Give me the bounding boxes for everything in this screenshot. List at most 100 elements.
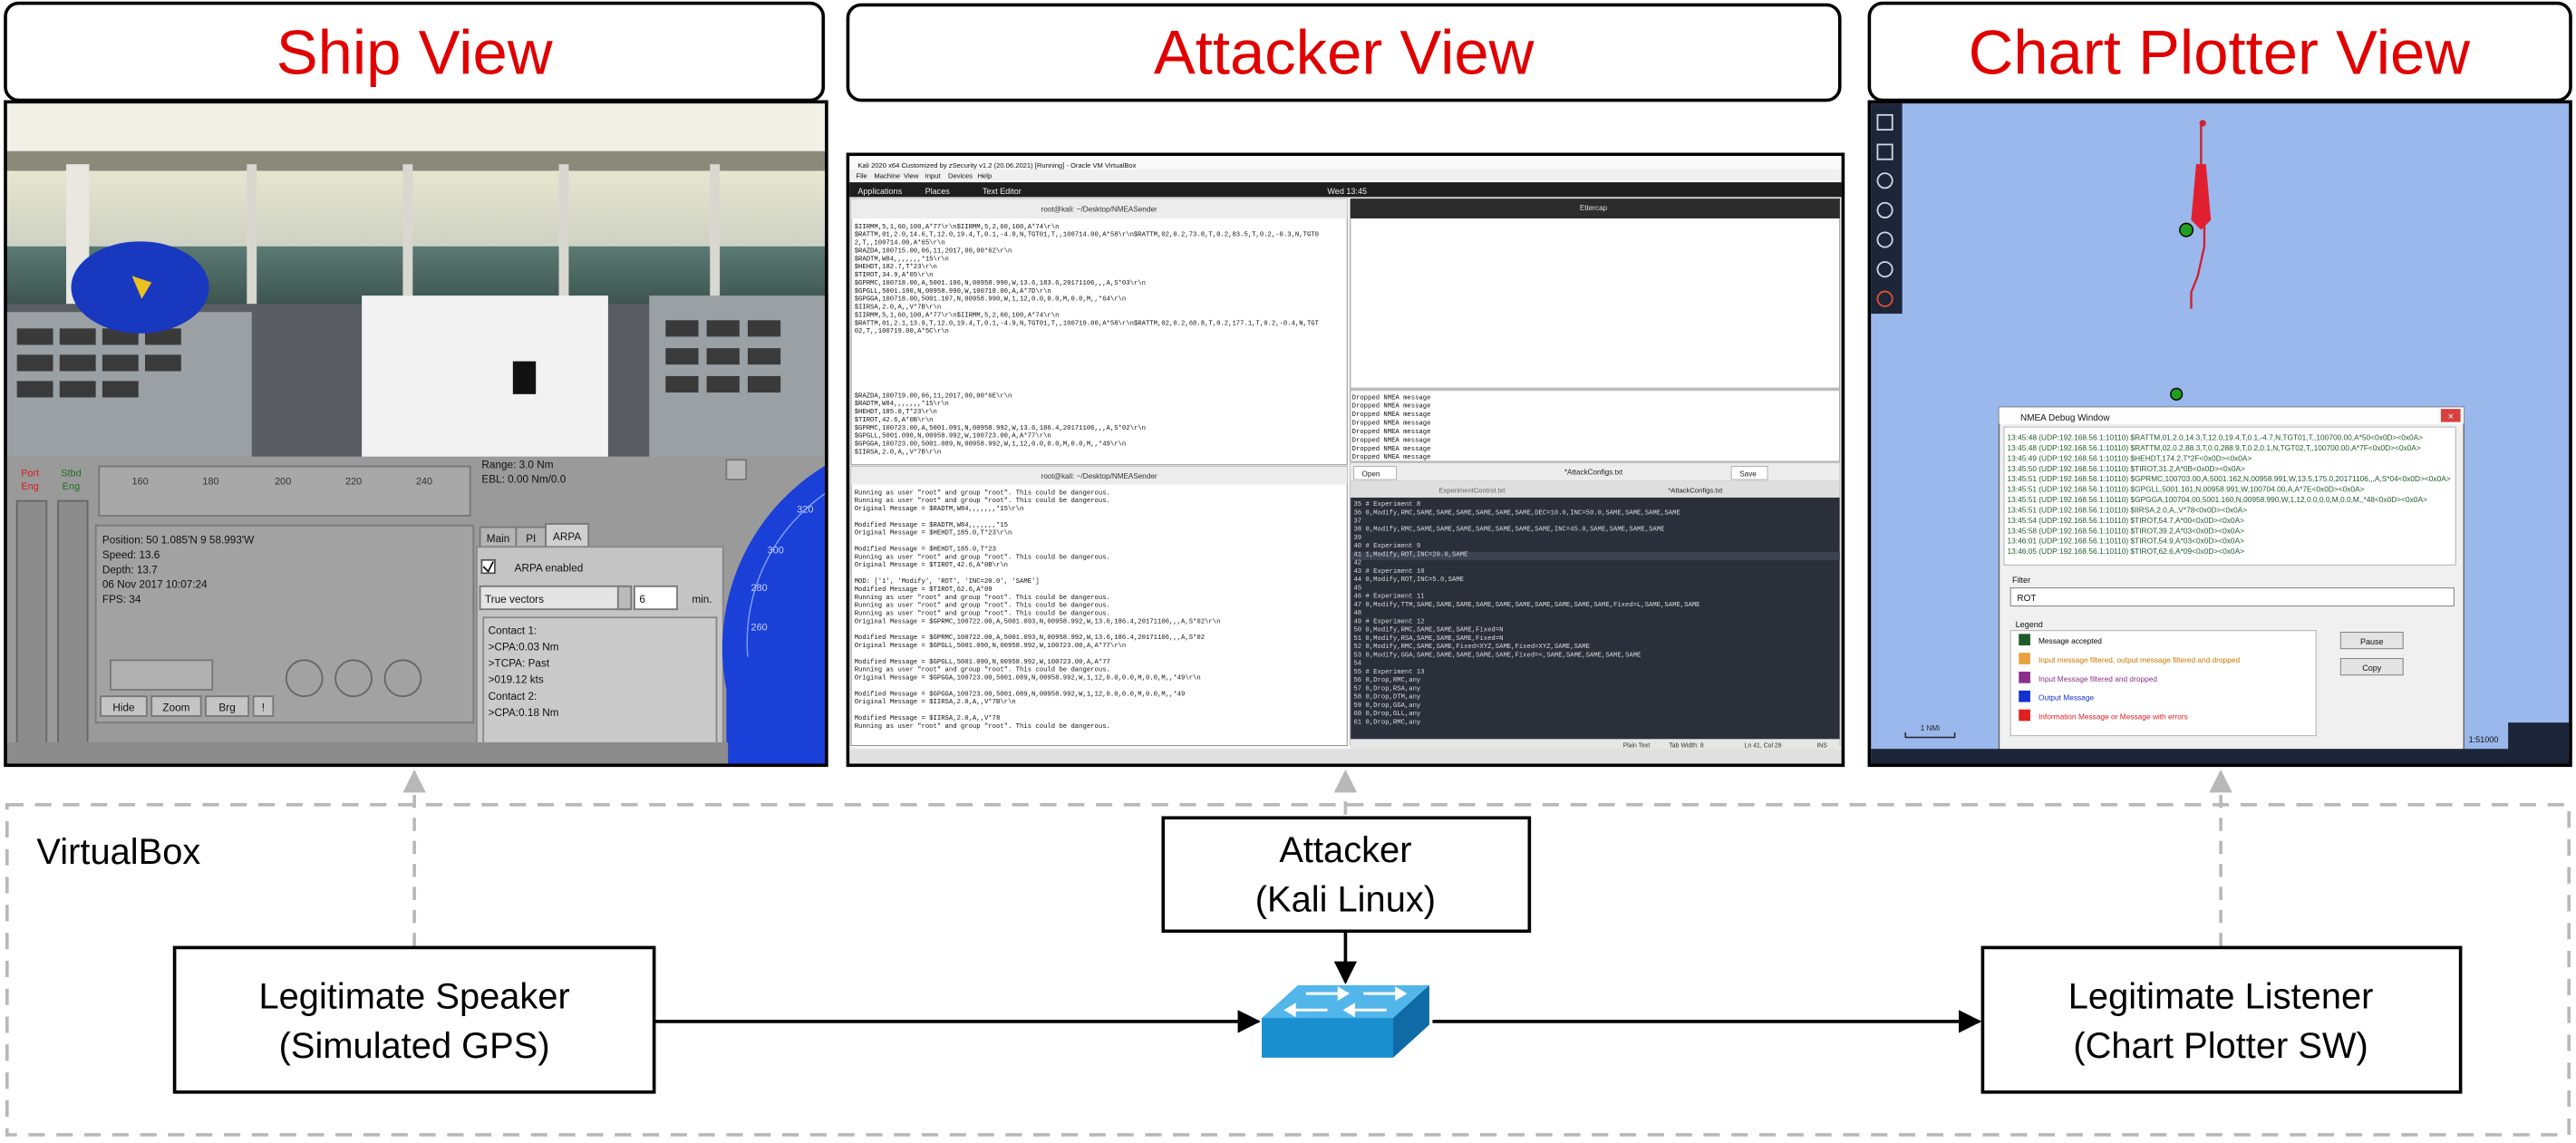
tab-arpa[interactable] [545, 523, 590, 548]
listener-node-line-2: (Chart Plotter SW) [2073, 1026, 2368, 1066]
vm-menu-devices[interactable]: Devices [948, 172, 973, 180]
kali-text-editor-menu[interactable]: Text Editor [983, 187, 1022, 196]
editor-line: 49 # Experiment 12 [1353, 618, 1424, 625]
chart-plotter-view-screenshot: NMEA Debug Window × 13:45:48 (UDP:192.16… [1867, 100, 2572, 768]
editor-open-label: Open [1362, 470, 1380, 478]
nmea-log-line: 13:46:01 (UDP:192.168.56.1:10110) $TIROT… [2008, 537, 2245, 546]
kali-places-menu[interactable]: Places [925, 187, 951, 196]
editor-line: 52 0,Modify,RMC,SAME,SAME,Fixed=XYZ,SAME… [1353, 644, 1589, 651]
terminal-window-1[interactable] [850, 198, 1348, 466]
filter-input[interactable] [2009, 587, 2455, 607]
listener-node: Legitimate Listener (Chart Plotter SW) [1980, 945, 2463, 1094]
target-marker [2170, 387, 2184, 401]
scale-tick-5: 240 [416, 476, 432, 487]
ettercap-title: Ettercap [1580, 204, 1608, 212]
hide-button[interactable] [100, 695, 148, 717]
editor-open-button[interactable] [1353, 466, 1398, 480]
vm-menu-help[interactable]: Help [978, 172, 993, 180]
editor-line: 50 0,Modify,RMC,SAME,SAME,SAME,Fixed=N [1353, 627, 1503, 634]
tab-main-label: Main [487, 533, 510, 545]
speed-readout: Speed: 13.6 [102, 549, 160, 561]
terminal-2-line: Original Message = $HEHDT,185.0,T*23\r\n [855, 530, 1012, 538]
pause-button-label: Pause [2360, 637, 2384, 646]
vm-menu-view[interactable]: View [904, 172, 919, 180]
legend-swatch [2019, 672, 2030, 683]
pause-button[interactable] [2339, 631, 2404, 650]
virtualbox-boundary [5, 802, 2571, 1137]
editor-status-position: Ln 41, Col 28 [1745, 742, 1782, 749]
radar-tick-280: 280 [751, 583, 768, 594]
dropped-message-line: Dropped NMEA message [1352, 421, 1431, 428]
terminal-1-line: $GPGLL,5001.090,N,00958.992,W,100723.00,… [855, 433, 1051, 441]
gauge-3 [383, 659, 422, 698]
scale-tick-4: 220 [345, 476, 362, 487]
editor-content: 35 # Experiment 836 0,Modify,RMC,SAME,SA… [1353, 501, 1700, 726]
port-throttle[interactable] [15, 499, 48, 749]
nmea-debug-window[interactable]: NMEA Debug Window × 13:45:48 (UDP:192.16… [1998, 406, 2465, 757]
chart-plotter-view-header: Chart Plotter View [1867, 1, 2572, 102]
terminal-1-line: $RAZDA,100719.00,06,11,2017,00,00*6E\r\n [855, 392, 1012, 400]
terminal-1-line: $IIRMM,5,1,60,100,A*77\r\n$IIRMM,5,2,60,… [855, 312, 1060, 319]
contact-line-3: >TCPA: Past [489, 658, 550, 670]
dropped-message-line: Dropped NMEA message [1352, 394, 1431, 402]
nmea-log-line: 13:45:51 (UDP:192.168.56.1:10110) $GPRMC… [2008, 474, 2451, 483]
terminal-2-line: Modified Message = $TIROT,62.6,A*09 [855, 586, 993, 594]
alert-button[interactable] [252, 695, 275, 717]
editor-save-button[interactable] [1730, 466, 1768, 480]
vm-menu-file[interactable]: File [857, 172, 867, 180]
editor-line: 58 0,Drop,DTM,any [1353, 694, 1420, 702]
brg-button-label: Brg [218, 702, 235, 714]
dropped-message-line: Dropped NMEA message [1352, 412, 1431, 419]
zoom-button[interactable] [150, 695, 202, 717]
gauge-2 [334, 659, 373, 698]
hide-button-label: Hide [112, 702, 135, 714]
stbd-throttle[interactable] [57, 499, 89, 749]
scale-tick-3: 200 [275, 476, 291, 487]
kali-applications-menu[interactable]: Applications [857, 187, 902, 196]
editor-line: 39 [1353, 535, 1361, 542]
min-label: min. [692, 594, 712, 605]
terminal-2-line: Original Message = $GPGLL,5001.090,N,009… [855, 643, 1127, 650]
debug-close-button[interactable] [2440, 409, 2461, 422]
dropped-message-line: Dropped NMEA message [1352, 437, 1431, 444]
stbd-eng-label-2: Eng [63, 481, 80, 492]
close-icon: × [2448, 412, 2454, 422]
arpa-enabled-label: ARPA enabled [515, 563, 584, 575]
editor-line: 45 [1353, 585, 1361, 592]
attacker-node: Attacker (Kali Linux) [1161, 816, 1532, 934]
terminal-1-line: $TIROT,34.9,A*05\r\n [855, 272, 934, 279]
tab-pi-label: PI [526, 533, 536, 545]
radar-tick-320: 320 [797, 504, 813, 515]
depth-readout: Depth: 13.7 [102, 564, 158, 576]
terminal-window-2[interactable] [850, 466, 1348, 747]
terminal-1-line: $RATTM,01,2.0,14.6,T,12.0,19.4,T,0.1,-4.… [855, 232, 1319, 239]
terminal-1-output: $IIRMM,5,1,60,100,A*77\r\n$IIRMM,5,2,60,… [855, 224, 1320, 457]
editor-tab-experiment-control[interactable]: ExperimentControl.txt [1438, 487, 1506, 495]
filter-input-value: ROT [2017, 594, 2036, 604]
terminal-2-line: Original Message = $TIROT,42.6,A*0B\r\n [855, 562, 1008, 569]
terminal-2-line: Modified Message = $GPGGA,100723.00,5001… [855, 691, 1186, 698]
editor-tab-attack-configs[interactable]: *AttackConfigs.txt [1668, 487, 1723, 495]
plotter-toolbar [1871, 103, 1903, 315]
brg-button[interactable] [205, 695, 250, 717]
vm-menu-input[interactable]: Input [925, 172, 942, 180]
editor-line: 56 0,Drop,RMC,any [1353, 677, 1420, 684]
terminal-2-line: Original Message = $RADTM,W84,,,,,,,*15\… [855, 506, 1024, 513]
editor-line: 51 0,Modify,RSA,SAME,SAME,SAME,Fixed=N [1353, 635, 1503, 643]
vectors-select[interactable] [479, 585, 629, 611]
minutes-input[interactable] [634, 585, 678, 611]
editor-line: 38 0,Modify,RMC,SAME,SAME,SAME,SAME,SAME… [1353, 527, 1664, 534]
zoom-button-label: Zoom [162, 702, 189, 714]
nmea-log-line: 13:45:48 (UDP:192.168.56.1:10110) $RATTM… [2008, 433, 2424, 442]
terminal-1-title: root@kali: ~/Desktop/NMEASender [1041, 206, 1157, 214]
terminal-2-title: root@kali: ~/Desktop/NMEASender [1041, 472, 1157, 480]
text-editor-window[interactable] [1350, 462, 1841, 747]
terminal-1-line: $GPGGA,100723.00,5001.089,N,00958.992,W,… [855, 441, 1127, 449]
copy-button[interactable] [2339, 657, 2404, 676]
terminal-2-line: Running as user "root" and group "root".… [855, 611, 1110, 618]
vm-menu-machine[interactable]: Machine [874, 172, 900, 180]
ettercap-window[interactable] [1350, 198, 1841, 462]
terminal-2-line: Running as user "root" and group "root".… [855, 498, 1110, 505]
virtualbox-label: VirtualBox [36, 832, 200, 872]
heading-scale [98, 465, 471, 517]
